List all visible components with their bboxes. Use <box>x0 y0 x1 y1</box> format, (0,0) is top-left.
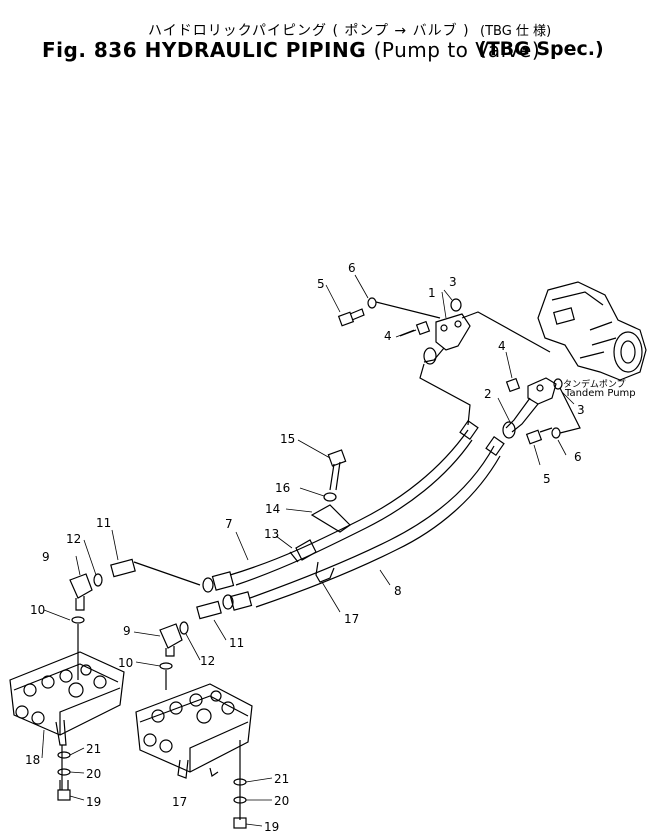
callout-5-lower: 5 <box>543 472 551 486</box>
o-ring-3-lower <box>553 378 563 390</box>
washer-6-upper <box>367 297 377 309</box>
hose-8 <box>222 435 505 611</box>
callout-3-lower: 3 <box>577 403 585 417</box>
o-ring-10-upper <box>71 616 85 624</box>
control-valve-17 <box>135 683 253 779</box>
callout-16: 16 <box>275 481 290 495</box>
callout-21-right: 21 <box>274 772 289 786</box>
callout-11-lower: 11 <box>229 636 244 650</box>
o-ring-12-lower <box>179 621 189 635</box>
callout-19-left: 19 <box>86 795 101 809</box>
assembly-line-upper-a <box>375 301 441 319</box>
callout-13: 13 <box>264 527 279 541</box>
callout-5-upper: 5 <box>317 277 325 291</box>
callout-20-right: 20 <box>274 794 289 808</box>
o-ring-10-lower <box>159 662 173 670</box>
bolt-19-right <box>233 817 247 829</box>
callout-numbers: 1 2 3 3 4 4 5 5 6 6 7 8 9 9 10 10 11 11 … <box>25 261 585 834</box>
pump-label-english: Tandem Pump <box>565 388 636 399</box>
clamp-17-hose <box>315 561 335 583</box>
callout-3-upper: 3 <box>449 275 457 289</box>
clamp-13 <box>289 551 299 563</box>
washer-16 <box>323 492 337 502</box>
callout-4-lower: 4 <box>498 339 506 353</box>
callout-10-lower: 10 <box>118 656 133 670</box>
callout-12-upper: 12 <box>66 532 81 546</box>
callout-7: 7 <box>225 517 233 531</box>
callout-20-left: 20 <box>86 767 101 781</box>
washer-6-lower <box>551 427 561 439</box>
title-en-sub: (Pump to Valve) <box>373 38 541 62</box>
connector-11-upper <box>110 558 201 586</box>
flange-elbow-2 <box>502 377 557 439</box>
tandem-pump-drawing <box>537 281 647 381</box>
bolt-15 <box>327 449 347 491</box>
callout-14: 14 <box>265 502 280 516</box>
figure-number: Fig. 836 <box>42 38 138 62</box>
callout-4-upper: 4 <box>384 329 392 343</box>
assembly-line-upper-c <box>419 363 471 426</box>
callout-21-left: 21 <box>86 742 101 756</box>
o-ring-3-upper <box>450 298 462 312</box>
assembly-line-upper-b <box>461 311 551 353</box>
flange-elbow-1 <box>423 313 471 365</box>
title-jp-main: ハイドロリックパイピング <box>148 23 328 39</box>
assembly-line-lower <box>559 387 581 434</box>
callout-6-upper: 6 <box>348 261 356 275</box>
callout-1: 1 <box>428 286 436 300</box>
elbow-9-upper <box>69 573 93 611</box>
title-english: Fig. 836 HYDRAULIC PIPING (Pump to Valve… <box>42 38 540 62</box>
bolt-19-left <box>57 780 71 801</box>
nut-4-lower <box>505 377 521 393</box>
callout-12-lower: 12 <box>200 654 215 668</box>
title-jp-sub: ( ポンプ → バルブ ) <box>332 23 470 39</box>
connector-11-lower <box>196 600 222 620</box>
callout-leaders <box>41 274 575 827</box>
washer-20-left <box>57 768 71 776</box>
bolt-5-upper <box>337 308 365 327</box>
callout-17-hose: 17 <box>344 612 359 626</box>
callout-6-lower: 6 <box>574 450 582 464</box>
o-ring-12-upper <box>93 573 103 587</box>
callout-15: 15 <box>280 432 295 446</box>
callout-8: 8 <box>394 584 402 598</box>
control-valve-18 <box>9 651 125 746</box>
hose-7 <box>202 419 479 593</box>
hydraulic-drawing <box>9 274 647 829</box>
callout-17-valve: 17 <box>172 795 187 809</box>
clamp-14 <box>295 504 351 561</box>
spec-japanese: (TBG 仕 様) <box>480 24 552 39</box>
callout-9-lower: 9 <box>123 624 131 638</box>
title-en-main: HYDRAULIC PIPING <box>144 38 367 62</box>
callout-10-upper: 10 <box>30 603 45 617</box>
washer-21-left <box>57 751 71 759</box>
elbow-9-lower <box>159 623 183 657</box>
callout-18: 18 <box>25 753 40 767</box>
title-japanese: ハイドロリックパイピング ( ポンプ → バルブ ) <box>148 20 470 40</box>
pump-label-japanese: タンデムポンプ <box>563 380 626 390</box>
bolt-5-lower <box>525 427 553 445</box>
callout-11-upper: 11 <box>96 516 111 530</box>
callout-2: 2 <box>484 387 492 401</box>
callout-9-upper: 9 <box>42 550 50 564</box>
spec-english: (TBG Spec.) <box>478 38 604 60</box>
callout-19-right: 19 <box>264 820 279 834</box>
nut-4-upper <box>399 320 431 337</box>
